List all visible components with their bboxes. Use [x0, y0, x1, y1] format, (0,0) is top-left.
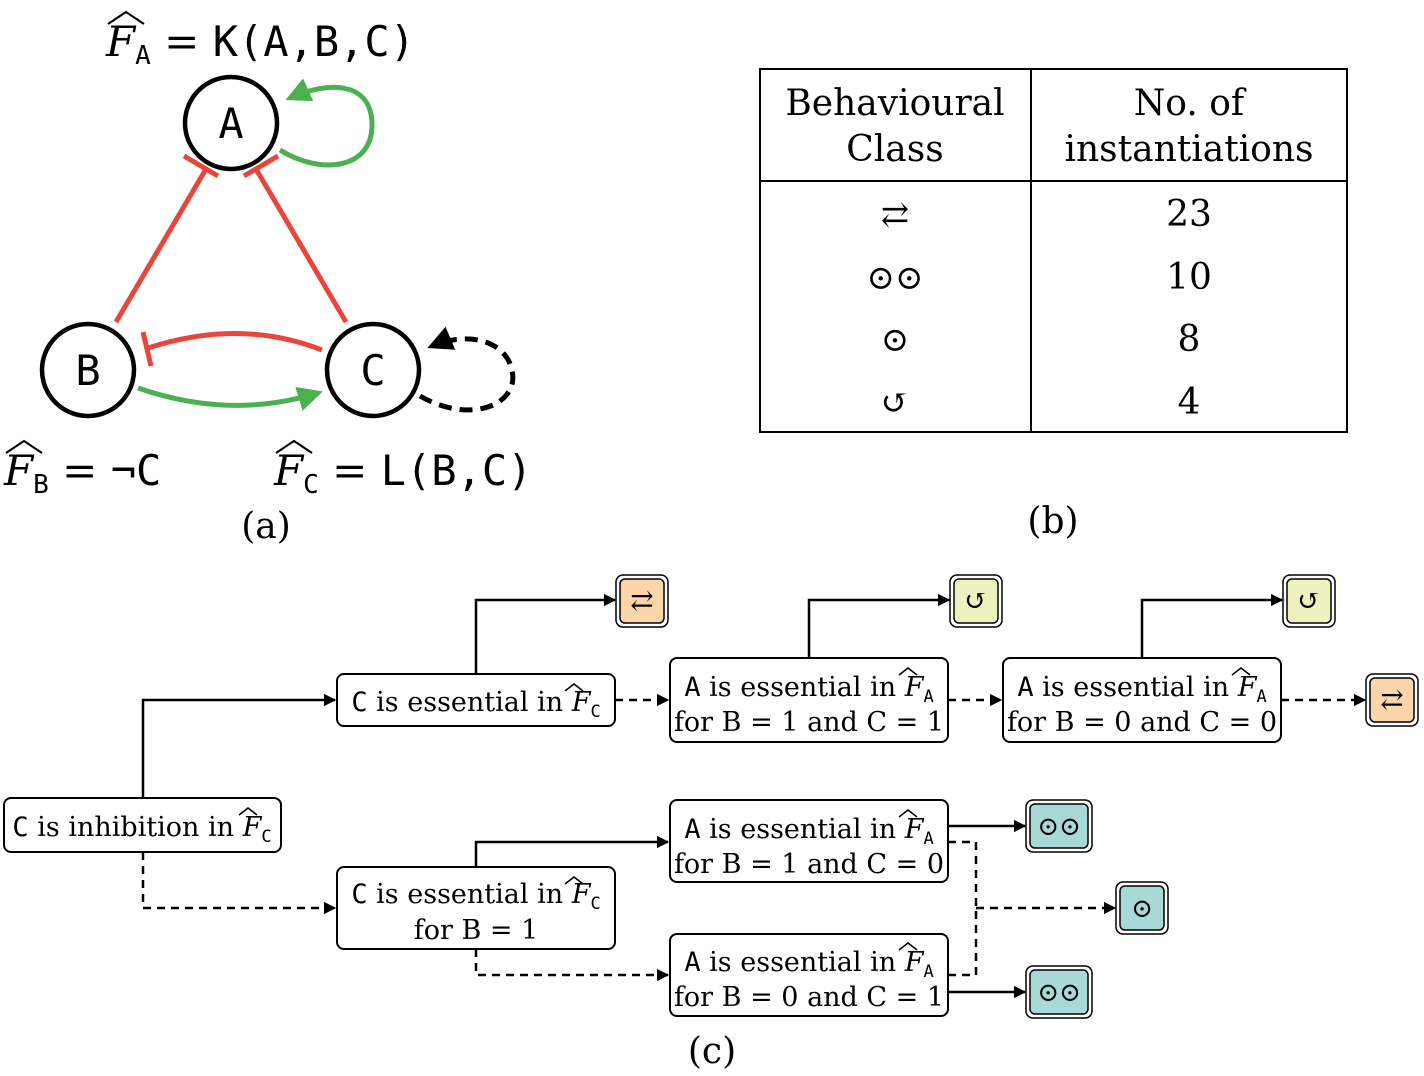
- edge-ab0c1-no: [948, 908, 978, 977]
- svg-text:A is essential in FA: A is essential in FA: [684, 814, 933, 849]
- node-b-label: B: [75, 346, 100, 395]
- header-count-line1: No. of: [1134, 83, 1247, 124]
- leaf-class-box: ⊙⊙: [1025, 965, 1093, 1019]
- svg-text:C is essential in FC: C is essential in FC: [351, 687, 600, 722]
- decision-a-b0-c0: A is essential in FA for B = 0 and C = 0: [1002, 657, 1282, 743]
- edge-b-inhibits-a-bar: [182, 153, 220, 179]
- row-class-symbol: ⊙: [881, 320, 910, 360]
- svg-text:for B = 1: for B = 1: [414, 915, 539, 946]
- edge-c-inhibits-a-bar: [242, 153, 280, 179]
- leaf-class-box: ⇄: [615, 574, 669, 628]
- row-count: 4: [1178, 382, 1201, 423]
- leaf-class-box: ↺: [949, 574, 1003, 628]
- panel-b-table: Behavioural Class No. of instantiations …: [759, 68, 1348, 542]
- edge-cessb1-yes: [474, 835, 670, 867]
- function-label-a: FA = K(A,B,C): [105, 10, 415, 71]
- svg-text:for B = 1 and C = 0: for B = 1 and C = 0: [674, 849, 944, 880]
- edge-ab0c0-yes: [1140, 593, 1284, 658]
- svg-text:A is essential in FA: A is essential in FA: [684, 672, 933, 707]
- decision-a-b1-c1: A is essential in FA for B = 1 and C = 1: [669, 657, 949, 743]
- panel-a-network: A B C FA = K(A,B,C) FB = ¬C FC = L(B,C) …: [3, 10, 532, 547]
- node-c-label: C: [360, 346, 385, 395]
- row-class-symbol: ⊙⊙: [867, 258, 924, 298]
- row-count: 23: [1166, 194, 1212, 235]
- edge-b-inhibits-a: [113, 167, 209, 324]
- leaf-class-box: ⊙⊙: [1025, 799, 1093, 853]
- svg-text:A is essential in FA: A is essential in FA: [1017, 672, 1266, 707]
- decision-a-b0-c1: A is essential in FA for B = 0 and C = 1: [669, 933, 949, 1017]
- leaf-symbol: ↺: [964, 584, 987, 617]
- edge-c-inhibits-a: [253, 167, 349, 324]
- header-class-line1: Behavioural: [785, 83, 1004, 124]
- function-label-b: FB = ¬C: [3, 439, 161, 500]
- edge-root-no: [141, 852, 337, 915]
- svg-text:FA = K(A,B,C): FA = K(A,B,C): [105, 17, 415, 71]
- leaf-class-box: ↺: [1282, 574, 1336, 628]
- decision-c-essential: C is essential in FC: [336, 673, 616, 727]
- row-class-symbol: ↺: [881, 383, 910, 423]
- leaf-symbol: ↺: [1297, 584, 1320, 617]
- svg-text:for B = 0 and C = 0: for B = 0 and C = 0: [1007, 707, 1277, 738]
- hat-a: [107, 10, 145, 25]
- panel-c-decision-tree: C is inhibition in FC C is essential in …: [3, 574, 1419, 1072]
- svg-text:for B = 1 and C = 1: for B = 1 and C = 1: [674, 707, 944, 738]
- edge-ab1c1-yes: [807, 593, 951, 658]
- node-b: [39, 321, 137, 419]
- edge-a-self-activation: [278, 78, 375, 168]
- header-class-line2: Class: [846, 129, 943, 170]
- panel-c-caption: (c): [688, 1031, 736, 1072]
- decision-c-essential-b1: C is essential in FC for B = 1: [336, 866, 616, 950]
- decision-root: C is inhibition in FC: [3, 797, 282, 853]
- edge-c-inhibits-b-bar: [140, 331, 154, 367]
- node-c: [324, 321, 422, 419]
- hat-c: [275, 439, 313, 454]
- svg-text:for B = 0 and C = 1: for B = 0 and C = 1: [674, 982, 944, 1013]
- svg-text:FB = ¬C: FB = ¬C: [3, 446, 161, 500]
- row-class-symbol: ⇄: [881, 195, 910, 235]
- edge-root-yes: [141, 693, 337, 798]
- svg-text:A is essential in FA: A is essential in FA: [684, 947, 933, 982]
- decision-hats: [238, 666, 1251, 951]
- decision-a-b1-c0: A is essential in FA for B = 1 and C = 0: [669, 799, 949, 883]
- leaf-class-box: ⊙: [1115, 881, 1169, 935]
- function-label-c: FC = L(B,C): [273, 439, 532, 500]
- table-border: [759, 68, 1348, 433]
- edge-b-activates-c: [137, 385, 323, 411]
- header-count-line2: instantiations: [1064, 129, 1313, 170]
- leaf-symbol: ⊙⊙: [1037, 812, 1081, 842]
- hat-b: [5, 439, 43, 454]
- leaf-symbol: ⇄: [1380, 683, 1403, 716]
- node-a: [182, 74, 280, 172]
- svg-text:C is essential in FC: C is essential in FC: [351, 879, 600, 914]
- edge-cess-yes: [474, 593, 617, 674]
- edge-cessb1-no: [474, 949, 670, 982]
- edge-ab1c0-no: [948, 840, 978, 908]
- leaf-symbol: ⊙: [1131, 894, 1153, 924]
- node-a-label: A: [218, 99, 243, 148]
- leaf-symbol: ⇄: [630, 584, 653, 617]
- svg-text:FC = L(B,C): FC = L(B,C): [273, 446, 532, 500]
- row-count: 8: [1178, 319, 1201, 360]
- edge-c-self-unknown: [418, 326, 516, 413]
- panel-a-caption: (a): [241, 506, 291, 547]
- edge-c-inhibits-b: [147, 331, 323, 353]
- leaf-symbol: ⊙⊙: [1037, 978, 1081, 1008]
- panel-b-caption: (b): [1027, 501, 1078, 542]
- leaf-class-box: ⇄: [1365, 673, 1419, 727]
- svg-text:C is inhibition in FC: C is inhibition in FC: [12, 812, 271, 847]
- row-count: 10: [1166, 257, 1212, 298]
